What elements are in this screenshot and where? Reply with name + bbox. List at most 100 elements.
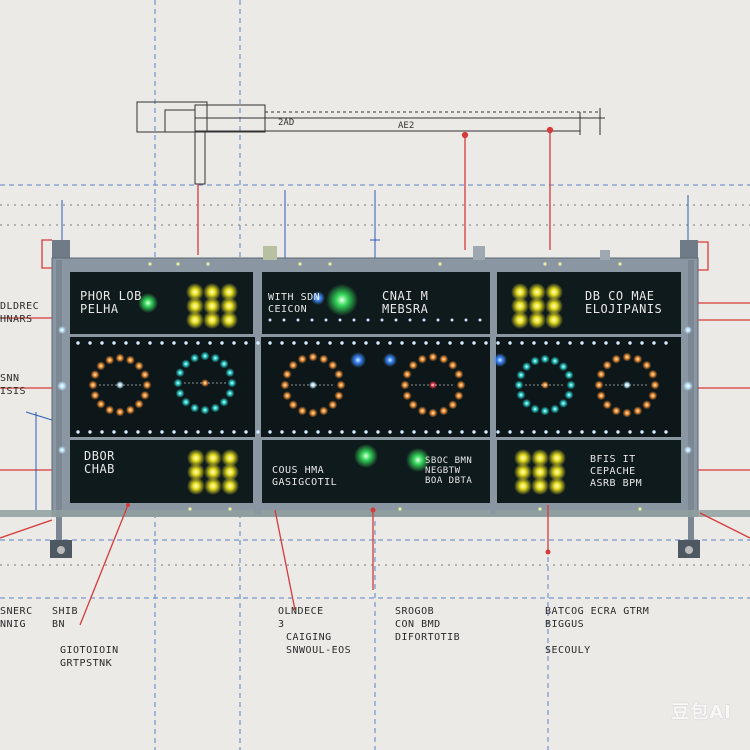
led-grid-top-left xyxy=(186,283,238,329)
led-dot xyxy=(208,341,212,345)
led-dot xyxy=(328,341,332,345)
led-dot xyxy=(604,341,608,345)
led-dot xyxy=(316,430,320,434)
led-dot xyxy=(280,430,284,434)
led-dot xyxy=(196,430,200,434)
led-dot xyxy=(388,341,392,345)
led-dot xyxy=(376,430,380,434)
led-dot xyxy=(232,430,236,434)
led-dot xyxy=(544,341,548,345)
led-dot xyxy=(148,341,152,345)
white-led xyxy=(684,446,692,454)
led-dot xyxy=(352,430,356,434)
led-grid-bottom-right xyxy=(514,449,566,495)
led-dot xyxy=(532,341,536,345)
led-dot xyxy=(436,341,440,345)
led-dot xyxy=(136,430,140,434)
led-dot xyxy=(172,430,176,434)
led-dot xyxy=(76,341,80,345)
led-dot xyxy=(460,341,464,345)
led-dot xyxy=(282,318,286,322)
led-dot xyxy=(472,341,476,345)
led-dot xyxy=(196,341,200,345)
led-dot xyxy=(220,341,224,345)
led-dot xyxy=(400,430,404,434)
led-dot xyxy=(232,341,236,345)
led-dot xyxy=(292,341,296,345)
led-dot xyxy=(366,318,370,322)
led-dot xyxy=(268,318,272,322)
bracket-dim-b: AE2 xyxy=(398,121,414,131)
led-dot xyxy=(292,430,296,434)
led-grid-bottom-left xyxy=(187,449,239,495)
white-led xyxy=(57,381,67,391)
led-dot xyxy=(508,430,512,434)
led-dot xyxy=(520,341,524,345)
white-led xyxy=(58,326,66,334)
led-dot xyxy=(496,341,500,345)
led-dot xyxy=(580,341,584,345)
led-dot xyxy=(100,430,104,434)
watermark: 豆包AI xyxy=(671,702,732,723)
led-dot xyxy=(664,341,668,345)
blue-led xyxy=(350,352,366,368)
led-dot xyxy=(568,430,572,434)
led-dot xyxy=(256,430,260,434)
led-dot xyxy=(364,341,368,345)
led-dot xyxy=(472,430,476,434)
led-dot xyxy=(532,430,536,434)
led-dot xyxy=(628,430,632,434)
led-dot xyxy=(340,341,344,345)
led-dot xyxy=(652,430,656,434)
led-dot xyxy=(652,341,656,345)
led-dot xyxy=(328,430,332,434)
led-dot xyxy=(436,318,440,322)
green-led xyxy=(406,448,430,472)
green-led xyxy=(138,293,158,313)
led-dot xyxy=(496,430,500,434)
led-dot xyxy=(604,430,608,434)
led-dot xyxy=(352,318,356,322)
led-dot xyxy=(592,430,596,434)
led-dot xyxy=(304,341,308,345)
led-dot xyxy=(268,341,272,345)
led-dot xyxy=(338,318,342,322)
led-dot xyxy=(450,318,454,322)
led-dot xyxy=(448,341,452,345)
led-dot xyxy=(76,430,80,434)
led-dot xyxy=(628,341,632,345)
led-dot xyxy=(340,430,344,434)
led-dot xyxy=(160,341,164,345)
led-dot xyxy=(220,430,224,434)
led-dot xyxy=(88,430,92,434)
led-dot xyxy=(112,341,116,345)
led-dot xyxy=(296,318,300,322)
led-dot xyxy=(436,430,440,434)
led-dot xyxy=(484,430,488,434)
led-dot xyxy=(484,341,488,345)
blue-led xyxy=(493,353,507,367)
blue-led xyxy=(383,353,397,367)
led-dot xyxy=(304,430,308,434)
led-dot xyxy=(316,341,320,345)
led-dot xyxy=(424,341,428,345)
led-dot xyxy=(464,318,468,322)
led-dot xyxy=(208,430,212,434)
led-dot xyxy=(376,341,380,345)
green-led xyxy=(326,284,358,316)
led-dot xyxy=(112,430,116,434)
led-dot xyxy=(136,341,140,345)
led-rings xyxy=(88,351,660,418)
